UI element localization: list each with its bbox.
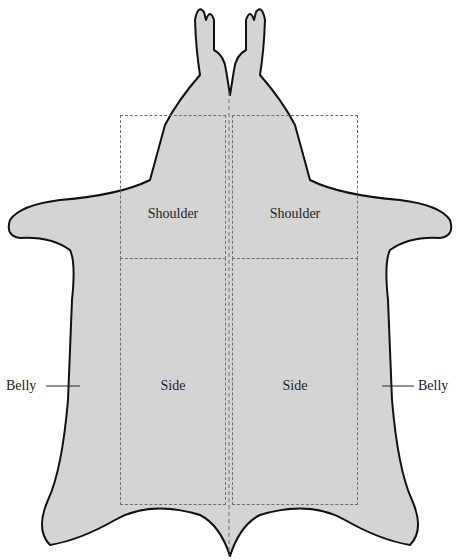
spine-line	[229, 92, 230, 556]
leader-line	[382, 386, 414, 387]
region-label: Shoulder	[233, 206, 357, 222]
region-label: Shoulder	[121, 206, 225, 222]
part-label: Belly	[6, 378, 36, 394]
shoulder-region: Shoulder	[232, 115, 358, 259]
hide-outline	[9, 9, 452, 556]
leader-line	[46, 386, 80, 387]
side-region: Side	[232, 258, 358, 505]
region-label: Side	[233, 378, 357, 394]
region-label: Side	[121, 378, 225, 394]
part-label: Belly	[418, 378, 448, 394]
shoulder-region: Shoulder	[120, 115, 226, 259]
side-region: Side	[120, 258, 226, 505]
